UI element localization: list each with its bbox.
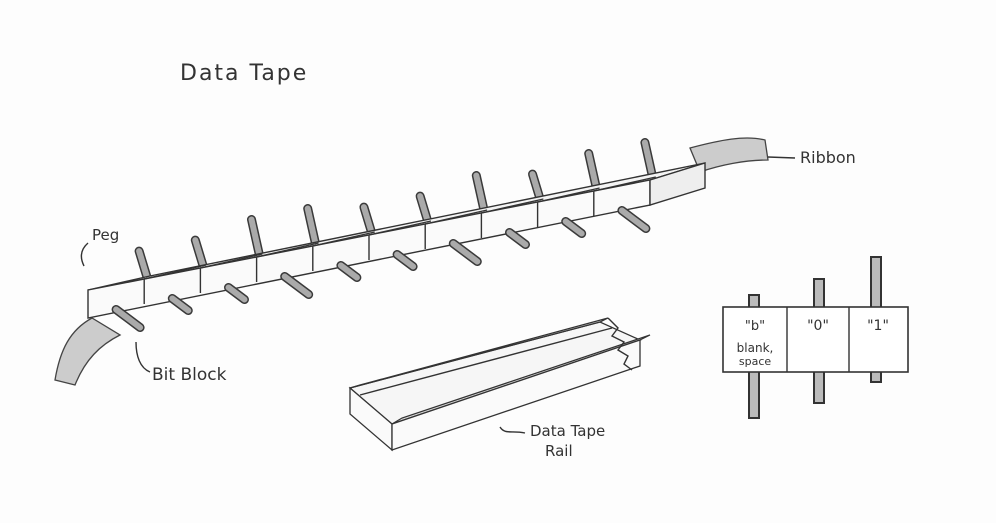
bit-block-arrow xyxy=(135,341,151,373)
bit-block-label: Bit Block xyxy=(152,365,227,385)
ribbon-arrow xyxy=(767,156,796,159)
cell-1-symbol: "1" xyxy=(867,318,889,334)
ribbon-right xyxy=(689,137,769,173)
peg-label: Peg xyxy=(92,226,119,244)
tape xyxy=(87,162,706,319)
title: Data Tape xyxy=(180,61,308,86)
peg-arrow xyxy=(80,242,89,267)
ribbon-left xyxy=(54,317,122,386)
cell-b-note2: space xyxy=(739,355,772,368)
back-pegs xyxy=(134,138,658,282)
cell-b-symbol: "b" xyxy=(745,319,765,334)
rail-arrow xyxy=(499,426,526,434)
cell-0-symbol: "0" xyxy=(807,318,829,334)
bit-cells: "b" blank, space "0" "1" xyxy=(722,256,909,419)
data-tape-rail xyxy=(348,317,651,452)
rail-label-line1: Data Tape xyxy=(530,422,605,440)
front-pegs xyxy=(111,206,651,332)
rail-label-line2: Rail xyxy=(545,442,573,460)
ribbon-label: Ribbon xyxy=(800,148,856,167)
cell-b-note1: blank, xyxy=(737,341,774,355)
